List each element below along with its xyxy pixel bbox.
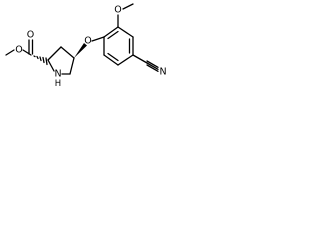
bond-aryl-inner-3 bbox=[107, 52, 119, 62]
ring-nitrogen-hydrogen-label: H bbox=[55, 79, 61, 88]
ester-oxygen-label: O bbox=[15, 45, 22, 56]
bond-aryl-inner-1 bbox=[107, 30, 119, 40]
ether-oxygen-label: O bbox=[84, 36, 91, 47]
bond-aryl-1 bbox=[103, 26, 119, 38]
bonds bbox=[5, 3, 159, 75]
methoxy-oxygen-label: O bbox=[114, 5, 121, 16]
bond-aryl-5 bbox=[103, 54, 119, 66]
hashed-wedge-bond bbox=[33, 55, 48, 66]
chemical-structure-diagram: O O N H O O N bbox=[5, 3, 167, 89]
bond-methyl-ester-oxygen bbox=[5, 49, 15, 56]
bond-aryl-nitrile-carbon bbox=[132, 54, 148, 64]
bond-c2-c3 bbox=[47, 46, 62, 61]
bond-c4-c5 bbox=[69, 57, 75, 75]
bond-aryl-2 bbox=[117, 26, 134, 38]
bond-nitrile-triple-a bbox=[146, 60, 159, 68]
bond-nitrile-triple-c bbox=[146, 64, 159, 72]
ring-nitrogen-label: N bbox=[54, 69, 61, 80]
bond-n1-c2 bbox=[47, 59, 55, 72]
bold-wedge-bond bbox=[74, 43, 87, 58]
bond-c3-c4 bbox=[60, 46, 75, 59]
bond-nitrile-triple-b bbox=[146, 62, 159, 70]
bond-aryl-4 bbox=[117, 54, 134, 66]
atom-labels: O O N H O O N bbox=[15, 5, 166, 89]
bond-ether-oxygen-aryl bbox=[91, 36, 105, 42]
bond-methoxy-methyl bbox=[122, 3, 134, 10]
carbonyl-oxygen-label: O bbox=[27, 30, 34, 41]
bond-ester-oxygen-carbonyl bbox=[22, 49, 32, 56]
nitrile-nitrogen-label: N bbox=[159, 67, 166, 78]
